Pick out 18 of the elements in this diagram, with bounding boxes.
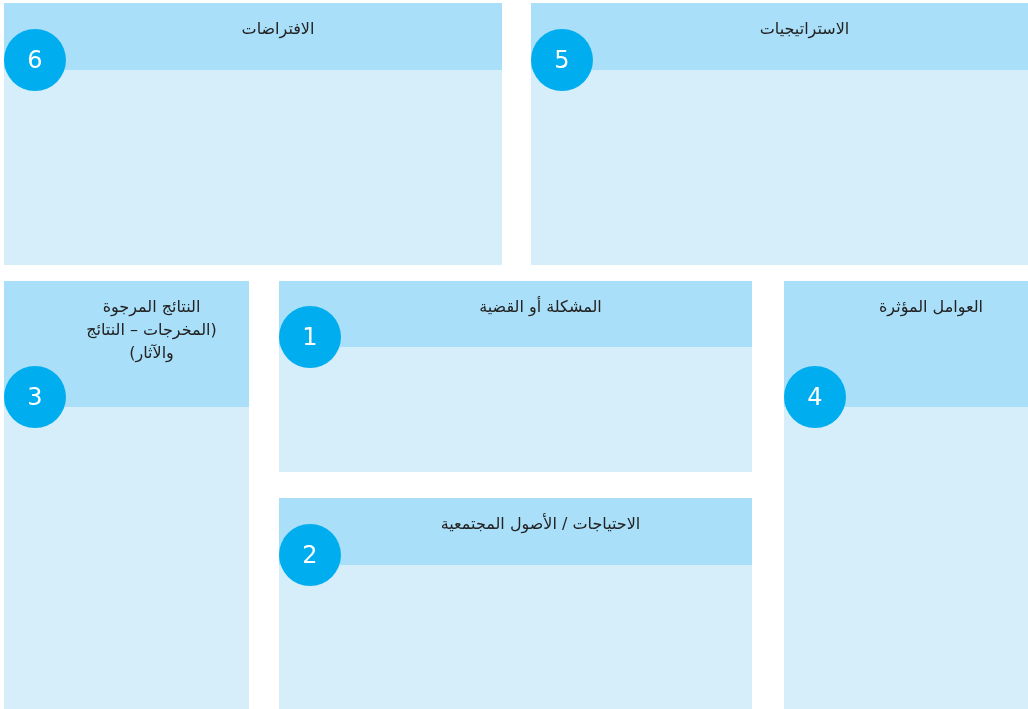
number-circle: 4	[784, 366, 846, 428]
panel	[4, 3, 502, 265]
panel	[784, 281, 1028, 709]
number-circle: 1	[279, 306, 341, 368]
panel-heading: الافتراضات	[240, 18, 316, 40]
panel-heading: العوامل المؤثرة	[878, 296, 984, 318]
number-circle: 3	[4, 366, 66, 428]
panel-heading: الاحتياجات / الأصول المجتمعية	[439, 512, 642, 535]
panel	[4, 281, 249, 709]
panel	[279, 281, 752, 472]
panel-heading: المشكلة أو القضية	[478, 295, 603, 318]
number-circle: 6	[4, 29, 66, 91]
number-circle: 2	[279, 524, 341, 586]
number-circle: 5	[531, 29, 593, 91]
panel	[531, 3, 1028, 265]
panel	[279, 498, 752, 709]
panel-heading: النتائج المرجوة (المخرجات – النتائج والآثار)	[85, 296, 218, 364]
panel-heading: الاستراتيجيات	[758, 18, 851, 40]
